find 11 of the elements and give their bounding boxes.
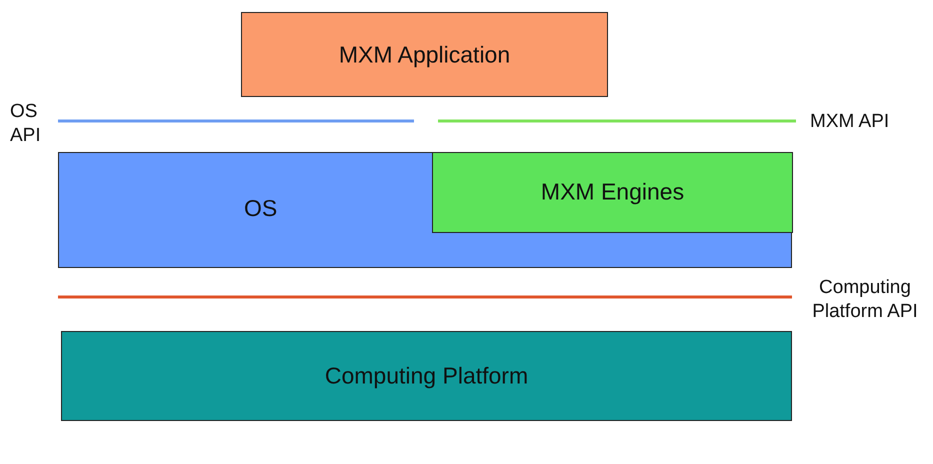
layer-box: [58, 152, 792, 268]
layer-label: MXM Engines: [540, 178, 684, 206]
api-label: MXM API: [810, 110, 890, 134]
layer-label: OS: [244, 195, 278, 222]
layer-box: [241, 12, 608, 97]
api-label: Computing Platform API: [811, 276, 919, 324]
layer-label: Computing Platform: [324, 362, 528, 390]
layer-box: [61, 331, 792, 421]
api-label: OS API: [10, 100, 42, 148]
layer-box: [432, 152, 793, 232]
layer-label: MXM Application: [338, 41, 510, 68]
